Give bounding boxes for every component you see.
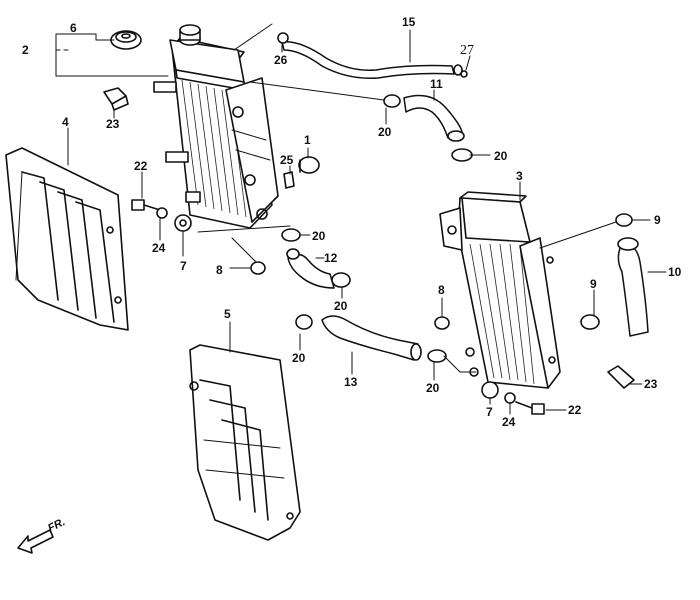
clip-right — [607, 365, 635, 389]
callout-20-f: 20 — [426, 381, 440, 395]
hose-11 — [403, 94, 465, 142]
callout-22-left: 22 — [134, 159, 148, 173]
callout-20-c: 20 — [292, 351, 306, 365]
callout-20-a: 20 — [312, 229, 326, 243]
callout-8-right: 8 — [438, 283, 445, 297]
callout-11: 11 — [430, 77, 443, 91]
callout-24-right: 24 — [502, 415, 516, 429]
hose-clamps — [281, 94, 633, 363]
clamp-26 — [277, 32, 289, 44]
callout-24-left: 24 — [152, 241, 166, 255]
callout-22-right: 22 — [568, 403, 582, 417]
front-direction-indicator: FR. — [17, 516, 67, 554]
shroud-bottom — [189, 344, 301, 541]
callout-23-left: 23 — [106, 117, 120, 131]
callout-20-d: 20 — [378, 125, 392, 139]
callout-7-left: 7 — [180, 259, 187, 273]
bolt-and-cap-1 — [283, 156, 320, 189]
leader-lines — [55, 23, 667, 415]
callout-5: 5 — [224, 307, 231, 321]
bolt-washer-grommet-right — [481, 381, 545, 415]
callout-2: 2 — [22, 43, 29, 57]
radiator-cap — [110, 30, 142, 50]
left-radiator — [153, 24, 279, 229]
clip-27 — [460, 70, 468, 78]
front-arrow-icon — [17, 529, 54, 554]
callout-20-b: 20 — [334, 299, 348, 313]
shroud-left — [5, 147, 129, 331]
callout-3: 3 — [516, 169, 523, 183]
callout-26: 26 — [274, 53, 288, 67]
callout-23-right: 23 — [644, 377, 658, 391]
callout-25: 25 — [280, 153, 294, 167]
callout-9-upper: 9 — [654, 213, 661, 227]
callout-12: 12 — [324, 251, 338, 265]
hose-10 — [617, 237, 649, 337]
collar-right — [434, 316, 450, 330]
clip-left — [103, 87, 129, 111]
callout-13: 13 — [344, 375, 358, 389]
callout-8-left: 8 — [216, 263, 223, 277]
bolt-washer-grommet-left — [131, 199, 192, 232]
callout-1: 1 — [304, 133, 311, 147]
callout-10: 10 — [668, 265, 682, 279]
right-radiator — [439, 191, 561, 389]
callout-20-e: 20 — [494, 149, 508, 163]
hose-15 — [281, 41, 463, 79]
callout-6: 6 — [70, 21, 77, 35]
callout-labels: 2 6 4 23 22 24 7 8 26 1 25 20 12 20 5 20… — [22, 15, 682, 429]
callout-7-right: 7 — [486, 405, 493, 419]
callout-4: 4 — [62, 115, 69, 129]
collar-left — [250, 261, 266, 275]
callout-15: 15 — [402, 15, 416, 29]
callout-27: 27 — [460, 43, 474, 58]
callout-9-lower: 9 — [590, 277, 597, 291]
hose-13 — [321, 315, 422, 361]
front-label: FR. — [46, 516, 67, 535]
